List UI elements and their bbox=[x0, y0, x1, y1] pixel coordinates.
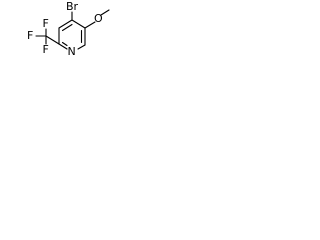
bond-c2-cf3 bbox=[45, 35, 60, 45]
atom-f-left-label: F bbox=[27, 29, 33, 42]
molecule-structure: Br O N F F F bbox=[27, 0, 110, 58]
bond-n-c2-inner bbox=[61, 41, 68, 47]
bond-c3-c4-inner bbox=[61, 23, 73, 32]
bond-c5-o bbox=[84, 21, 96, 29]
atom-f-top-label: F bbox=[43, 17, 49, 30]
bond-c3-c4 bbox=[58, 19, 73, 29]
atom-br-label: Br bbox=[66, 0, 79, 13]
atom-n-label: N bbox=[68, 45, 76, 58]
bond-n-c2 bbox=[58, 43, 68, 50]
bond-o-methyl bbox=[100, 9, 110, 16]
atom-f-bottom-label: F bbox=[43, 43, 49, 56]
atom-o-label: O bbox=[94, 12, 103, 25]
bond-c4-c5 bbox=[71, 19, 86, 29]
bond-c6-n bbox=[77, 44, 86, 50]
